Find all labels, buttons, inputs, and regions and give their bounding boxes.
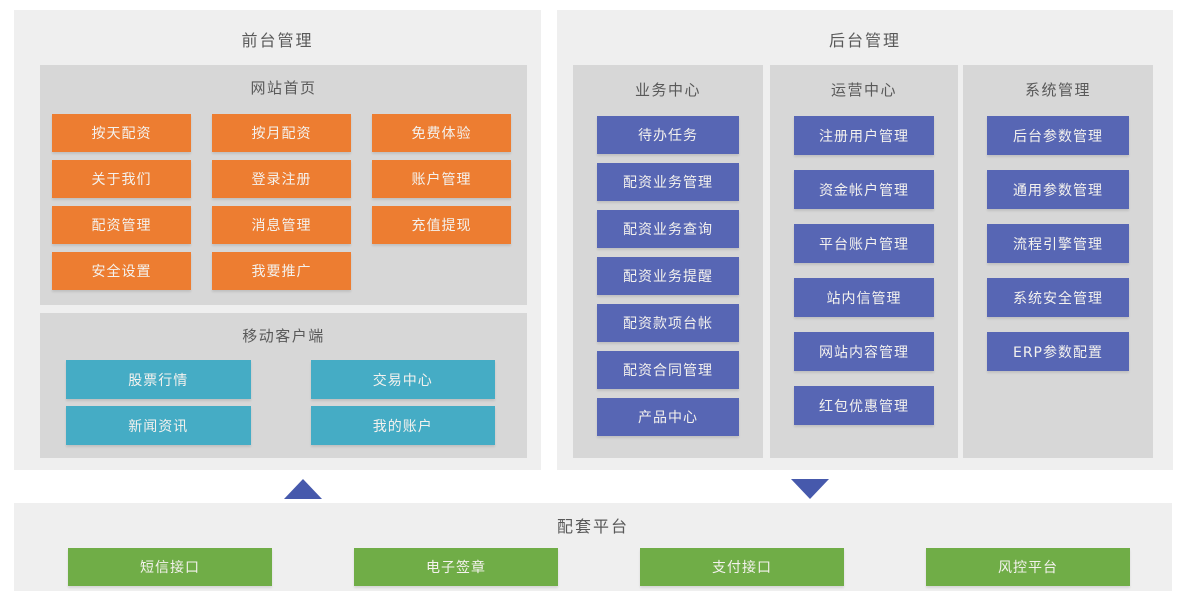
mobile-module-box: 交易中心 bbox=[310, 360, 495, 399]
website-module-box: 我要推广 bbox=[212, 252, 351, 290]
business-module-box: 配资款项台帐 bbox=[597, 304, 739, 342]
operations-module-box: 资金帐户管理 bbox=[794, 170, 934, 209]
system-module-box: 后台参数管理 bbox=[987, 116, 1129, 155]
website-module-box: 安全设置 bbox=[52, 252, 191, 290]
support-buttons-row: 短信接口 电子签章 支付接口 风控平台 bbox=[68, 548, 1130, 586]
front-panel-title: 前台管理 bbox=[241, 31, 314, 50]
operations-center-buttons: 注册用户管理 资金帐户管理 平台账户管理 站内信管理 网站内容管理 红包优惠管理 bbox=[794, 116, 934, 425]
support-platform-bar: 配套平台 短信接口 电子签章 支付接口 风控平台 bbox=[14, 503, 1172, 591]
operations-center-title: 运营中心 bbox=[830, 81, 897, 99]
business-module-box: 配资业务提醒 bbox=[597, 257, 739, 295]
system-management-buttons: 后台参数管理 通用参数管理 流程引擎管理 系统安全管理 ERP参数配置 bbox=[987, 116, 1129, 371]
system-management-column: 系统管理 后台参数管理 通用参数管理 流程引擎管理 系统安全管理 ERP参数配置 bbox=[963, 65, 1153, 458]
website-module-box: 按天配资 bbox=[52, 114, 191, 152]
business-module-box: 配资合同管理 bbox=[597, 351, 739, 389]
mobile-client-title: 移动客户端 bbox=[242, 327, 325, 345]
system-management-title: 系统管理 bbox=[1024, 81, 1091, 99]
operations-module-box: 红包优惠管理 bbox=[794, 386, 934, 425]
support-platform-title: 配套平台 bbox=[556, 517, 629, 536]
website-module-box: 关于我们 bbox=[52, 160, 191, 198]
system-module-box: 通用参数管理 bbox=[987, 170, 1129, 209]
business-module-box: 配资业务查询 bbox=[597, 210, 739, 248]
operations-module-box: 平台账户管理 bbox=[794, 224, 934, 263]
business-center-title: 业务中心 bbox=[634, 81, 701, 99]
mobile-module-box: 股票行情 bbox=[66, 360, 251, 399]
business-module-box: 产品中心 bbox=[597, 398, 739, 436]
system-module-box: 流程引擎管理 bbox=[987, 224, 1129, 263]
mobile-module-box: 我的账户 bbox=[310, 406, 495, 445]
support-module-box: 风控平台 bbox=[926, 548, 1130, 586]
business-center-buttons: 待办任务 配资业务管理 配资业务查询 配资业务提醒 配资款项台帐 配资合同管理 … bbox=[597, 116, 739, 436]
back-management-panel: 后台管理 业务中心 待办任务 配资业务管理 配资业务查询 配资业务提醒 配资款项… bbox=[557, 10, 1173, 470]
website-module-box: 账户管理 bbox=[372, 160, 511, 198]
website-module-box: 免费体验 bbox=[372, 114, 511, 152]
system-module-box: ERP参数配置 bbox=[987, 332, 1129, 371]
website-module-box: 按月配资 bbox=[212, 114, 351, 152]
support-module-box: 短信接口 bbox=[68, 548, 272, 586]
website-home-section: 网站首页 按天配资 按月配资 免费体验 关于我们 登录注册 账户管理 配资管理 bbox=[40, 65, 527, 305]
website-buttons-grid: 按天配资 按月配资 免费体验 关于我们 登录注册 账户管理 配资管理 消息管理 … bbox=[52, 114, 511, 290]
mobile-buttons-grid: 股票行情 交易中心 新闻资讯 我的账户 bbox=[66, 360, 495, 445]
mobile-client-section: 移动客户端 股票行情 交易中心 新闻资讯 我的账户 bbox=[40, 313, 527, 458]
arrow-down-icon bbox=[791, 479, 829, 499]
website-home-title: 网站首页 bbox=[250, 79, 317, 97]
operations-module-box: 注册用户管理 bbox=[794, 116, 934, 155]
business-center-column: 业务中心 待办任务 配资业务管理 配资业务查询 配资业务提醒 配资款项台帐 配资… bbox=[573, 65, 763, 458]
website-module-box: 消息管理 bbox=[212, 206, 351, 244]
system-module-box: 系统安全管理 bbox=[987, 278, 1129, 317]
front-management-panel: 前台管理 网站首页 按天配资 按月配资 免费体验 关于我们 登录注册 账户管理 … bbox=[14, 10, 541, 470]
website-module-box: 登录注册 bbox=[212, 160, 351, 198]
website-module-box: 配资管理 bbox=[52, 206, 191, 244]
support-module-box: 电子签章 bbox=[354, 548, 558, 586]
support-module-box: 支付接口 bbox=[640, 548, 844, 586]
back-panel-title: 后台管理 bbox=[828, 31, 901, 50]
arrow-up-icon bbox=[284, 479, 322, 499]
business-module-box: 待办任务 bbox=[597, 116, 739, 154]
website-module-box: 充值提现 bbox=[372, 206, 511, 244]
operations-module-box: 网站内容管理 bbox=[794, 332, 934, 371]
mobile-module-box: 新闻资讯 bbox=[66, 406, 251, 445]
operations-module-box: 站内信管理 bbox=[794, 278, 934, 317]
business-module-box: 配资业务管理 bbox=[597, 163, 739, 201]
operations-center-column: 运营中心 注册用户管理 资金帐户管理 平台账户管理 站内信管理 网站内容管理 红… bbox=[770, 65, 958, 458]
